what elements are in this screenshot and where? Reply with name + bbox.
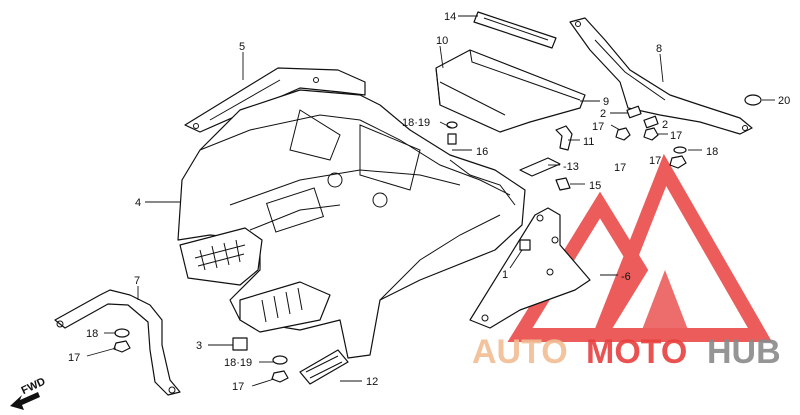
watermark-text: AUTO MOTO HUB: [472, 333, 781, 371]
right-mudflap: [239, 281, 331, 333]
part-13-label: [519, 157, 561, 177]
part-6-side-plate: [469, 207, 591, 329]
callout-17d: 17: [649, 155, 661, 167]
callout-1: 1: [502, 269, 508, 281]
part-3-grommet: [232, 337, 248, 351]
part-14-emblem-plate: [473, 11, 557, 49]
callout-17-left: 17: [68, 352, 80, 364]
callout-17a: 17: [592, 121, 604, 133]
callout-12: 12: [366, 376, 378, 388]
callout-2a: 2: [600, 108, 606, 120]
leader-lines: [86, 15, 775, 387]
callout-17c: 17: [614, 162, 626, 174]
watermark-triangle-left: [507, 191, 649, 342]
callout-18-19-bottom: 18·19: [224, 357, 252, 369]
callout-4: 4: [135, 197, 141, 209]
watermark-logo: [507, 153, 773, 342]
callout-2b: 2: [662, 119, 668, 131]
watermark-part-hub: HUB: [707, 333, 781, 371]
callout-14: 14: [444, 11, 456, 23]
callout-18-right: 18: [706, 146, 718, 158]
watermark-part-moto: MOTO: [586, 333, 687, 371]
part-10-storage-box: [435, 49, 586, 133]
callout-3: 3: [196, 340, 202, 352]
callout-labels: 14 10 5 8 9 20 2 2 18·19 17 17 17 17 11 …: [68, 11, 790, 393]
part-11-hook: [555, 125, 573, 151]
callout-8: 8: [656, 43, 662, 55]
part-1-grommet: [519, 239, 531, 251]
part-2-clips: [626, 105, 659, 129]
part-8-frame-bracket: [569, 17, 753, 135]
callout-16: 16: [476, 146, 488, 158]
watermark-triangle-inner: [640, 270, 690, 335]
part-7-bracket: [54, 289, 181, 396]
part-20-cap: [744, 94, 762, 106]
callout-17-bottom: 17: [232, 381, 244, 393]
part-4-rear-fender: [177, 89, 526, 359]
callout-11: 11: [583, 136, 594, 148]
part-12-emblem: [299, 349, 349, 385]
callout-6: -6: [621, 271, 631, 283]
callout-10: 10: [436, 35, 448, 47]
callout-5: 5: [239, 41, 245, 53]
callout-15: 15: [589, 180, 601, 192]
callout-13: -13: [563, 161, 579, 173]
callout-17b: 17: [670, 130, 682, 142]
callout-18-left: 18: [86, 328, 98, 340]
watermark-part-auto: AUTO: [472, 333, 568, 371]
left-mudflap: [179, 227, 263, 286]
fwd-label: FWD: [20, 376, 48, 397]
callout-18-19-top: 18·19: [402, 117, 430, 129]
fwd-arrow-icon: FWD: [10, 376, 47, 410]
nut-group-left: [113, 328, 131, 353]
nut-group-bottom: [271, 355, 289, 383]
part-15-clip: [555, 177, 571, 191]
part-16-bolt: [446, 121, 458, 145]
nut-group-right: [615, 127, 687, 169]
callout-7: 7: [134, 275, 140, 287]
callout-9: 9: [603, 96, 609, 108]
callout-20: 20: [778, 95, 790, 107]
